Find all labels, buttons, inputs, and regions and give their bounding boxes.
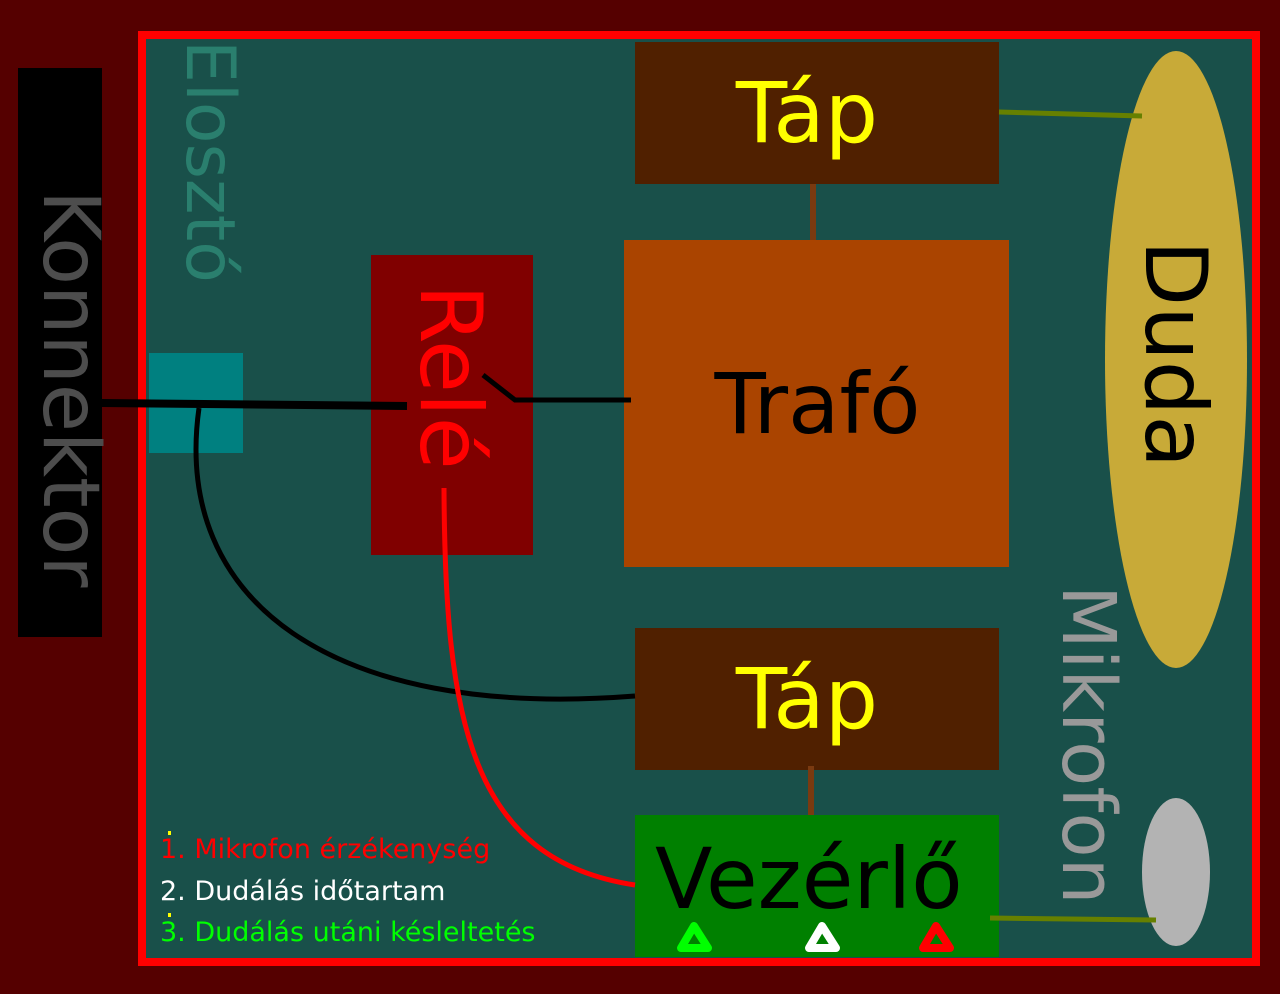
tap-bottom-block: Táp: [635, 628, 999, 770]
mikrofon-label: Mikrofon: [1045, 585, 1131, 905]
duda-horn: [1105, 51, 1247, 668]
eloszto-block: [149, 353, 243, 453]
eloszto-label: Elosztó: [170, 40, 249, 283]
konnektor-label: Konnektor: [25, 190, 115, 588]
legend-marker-1: [168, 831, 171, 835]
mikrofon-sensor: [1142, 798, 1210, 946]
tap-bottom-label: Táp: [735, 650, 879, 748]
trafo-block: Trafó: [624, 240, 1009, 567]
legend-item-2: 2. Dudálás időtartam: [160, 876, 446, 907]
legend-item-1: 1. Mikrofon érzékenység: [160, 834, 491, 865]
legend-marker-3: [168, 913, 171, 917]
tap-top-label: Táp: [735, 64, 879, 162]
trafo-label: Trafó: [714, 354, 921, 453]
duda-label: Duda: [1125, 240, 1225, 469]
rele-label: Relé: [400, 284, 500, 470]
legend-item-3: 3. Dudálás utáni késleltetés: [160, 917, 536, 948]
tap-top-block: Táp: [635, 42, 999, 184]
vezerlo-label: Vezérlő: [655, 830, 963, 928]
vezerlo-block: Vezérlő: [635, 815, 999, 957]
konnektor-block: Konnektor: [18, 68, 115, 637]
